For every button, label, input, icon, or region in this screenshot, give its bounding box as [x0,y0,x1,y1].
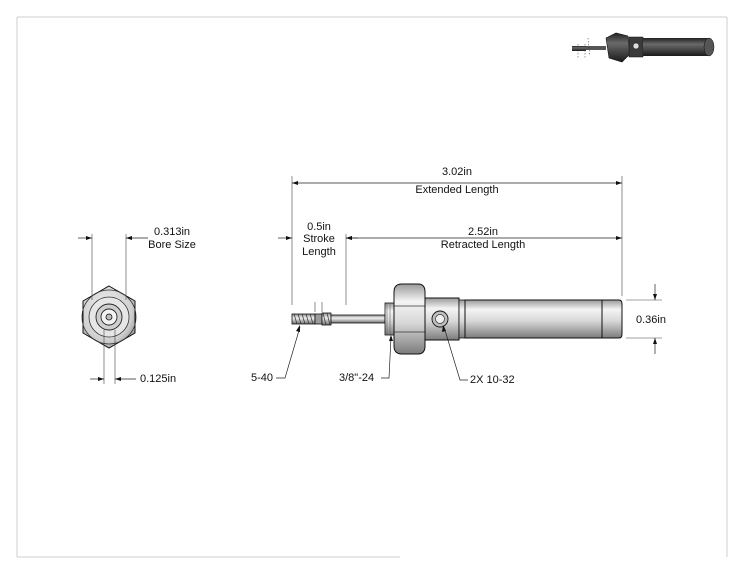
body-diameter-dimension [626,284,662,354]
rod-thread [291,312,332,326]
sheet-border [16,16,728,558]
stroke-length-label-2: Length [302,246,336,258]
length-extension-lines [291,176,623,312]
bore-size-value: 0.313in [153,226,191,238]
callout-leaders [276,325,468,381]
bore-size-label: Bore Size [148,239,196,251]
mount-thread-callout: 3/8"-24 [339,372,375,384]
end-view [81,285,137,349]
extended-length-label: Extended Length [415,184,499,196]
retracted-length-dimension [346,236,622,240]
retracted-length-value: 2.52in [468,226,498,238]
rod-diameter-dimension [90,330,136,384]
cylinder-body [464,299,623,339]
isometric-render [572,32,715,63]
extended-length-value: 3.02in [442,166,472,178]
mount-thread [384,302,395,336]
rod-thread-callout: 5-40 [251,372,274,384]
body-diameter-value: 0.36in [636,314,666,326]
rod-diameter-value: 0.125in [140,373,177,385]
hex-nut [393,283,426,355]
piston-rod [330,314,386,324]
bore-size-dimension [78,234,148,300]
ports-callout: 2X 10-32 [470,374,515,386]
stroke-length-label-1: Stroke [303,233,335,245]
side-view [291,283,623,355]
extended-length-dimension [292,181,622,185]
port-head [424,297,466,341]
stroke-length-value: 0.5in [307,221,331,233]
retracted-length-label: Retracted Length [440,239,526,251]
